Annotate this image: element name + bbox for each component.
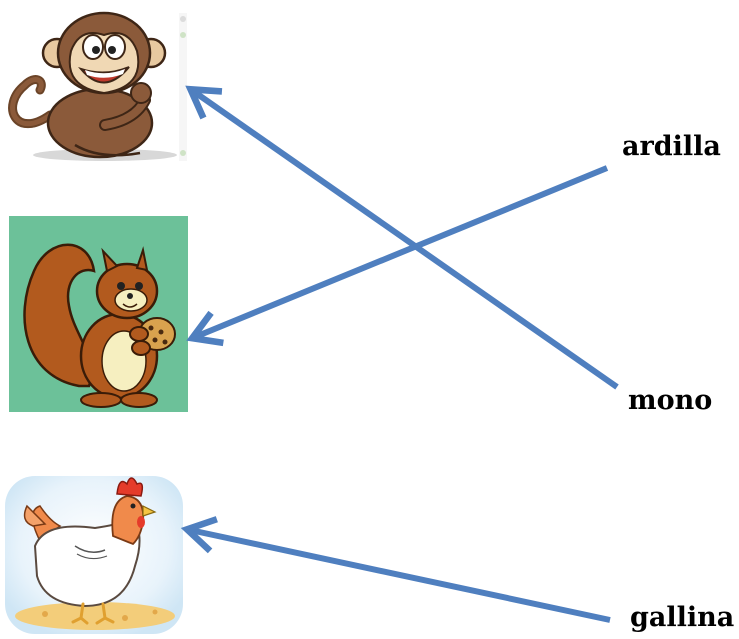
squirrel-picture: [9, 216, 188, 412]
word-gallina: gallina: [630, 602, 735, 633]
hen-picture: [5, 466, 183, 634]
arrow-mono-to-monkey: [185, 85, 619, 390]
arrow-ardilla-to-squirrel: [186, 165, 609, 347]
word-ardilla: ardilla: [622, 131, 721, 162]
arrow-gallina-to-hen: [180, 516, 611, 623]
word-mono: mono: [628, 385, 713, 416]
monkey-picture: [5, 5, 195, 163]
